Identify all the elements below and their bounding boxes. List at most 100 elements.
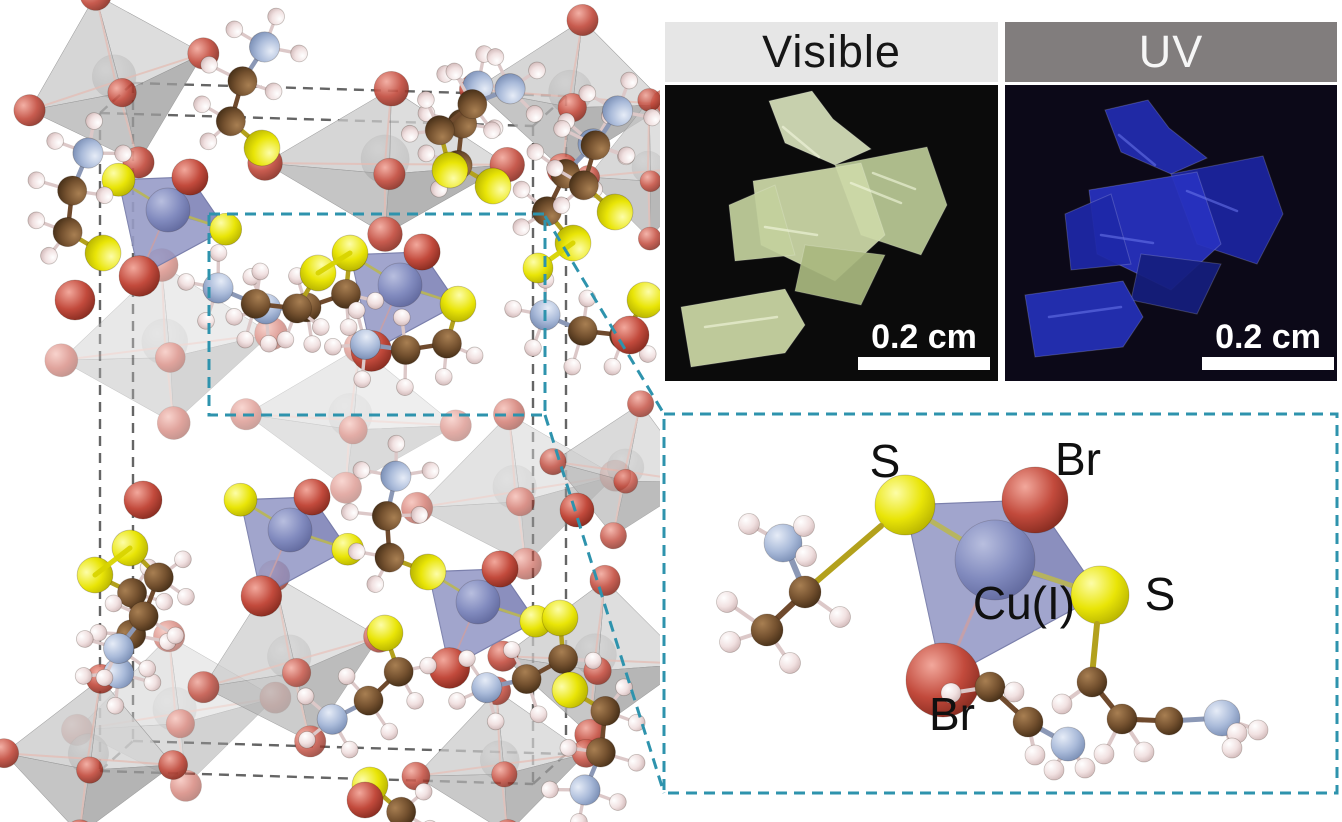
atom-H: [779, 652, 801, 674]
atom-H: [609, 793, 627, 811]
atom-Br: [559, 492, 595, 528]
atom-Br: [481, 550, 519, 588]
atom-H: [526, 143, 545, 161]
atom-Br: [639, 170, 660, 193]
atom-C: [424, 115, 455, 146]
atom-C: [227, 66, 258, 97]
atom-Br: [373, 157, 406, 191]
visible-light-panel: Visible 0.2 cm: [665, 22, 998, 381]
atom-Cu: [267, 507, 313, 553]
atom-N: [529, 299, 561, 331]
atom-H: [366, 575, 385, 593]
atom-H: [40, 246, 58, 265]
atom-H: [303, 335, 321, 353]
atom-label-Br: Br: [1055, 433, 1101, 485]
atom-H: [177, 587, 195, 606]
atom-H: [793, 515, 815, 537]
atom-H: [264, 82, 283, 101]
pb-octahedron: [0, 663, 188, 822]
atom-Br: [329, 471, 362, 504]
atom-S: [409, 553, 447, 591]
atom-Br: [493, 819, 522, 822]
atom-H: [46, 132, 64, 150]
atom-H: [524, 339, 542, 357]
atom-H: [267, 7, 285, 26]
atom-H: [387, 434, 406, 453]
atom-H: [1003, 681, 1025, 703]
atom-H: [1093, 743, 1115, 765]
atom-Br: [281, 657, 312, 688]
cysteamine-molecule: [74, 556, 177, 715]
atom-Br: [107, 78, 137, 108]
atom-Br: [79, 0, 112, 11]
atom-H: [340, 503, 359, 521]
atom-S: [84, 234, 122, 272]
atom-C: [143, 562, 174, 593]
atom-H: [486, 712, 505, 731]
atom-H: [421, 819, 439, 822]
atom-H: [95, 186, 114, 204]
atom-H: [504, 300, 522, 318]
atom-H: [1024, 744, 1046, 766]
atom-N: [72, 137, 104, 169]
visible-photo: 0.2 cm: [665, 85, 998, 381]
scale-bar: [858, 357, 990, 370]
cysteamine-molecule: [27, 112, 132, 272]
atom-Br: [165, 709, 196, 739]
atom-S: [366, 614, 404, 652]
atom-H: [401, 124, 419, 143]
atom-H: [486, 48, 505, 66]
crystal-structure-panel: [0, 0, 660, 822]
atom-H: [563, 357, 582, 376]
atom-H: [155, 592, 174, 611]
atom-S: [101, 162, 136, 197]
atom-H: [525, 105, 544, 123]
atom-C: [1106, 703, 1138, 735]
atom-S: [431, 151, 469, 189]
atom-H: [1074, 757, 1096, 779]
atom-C: [457, 89, 488, 120]
atom-C: [52, 217, 83, 247]
uv-header: UV: [1005, 22, 1337, 82]
atom-S: [1070, 565, 1130, 625]
cu-tetrahedron: [411, 550, 553, 689]
atom-H: [199, 132, 218, 151]
atom-H: [85, 112, 103, 130]
atom-Cu: [145, 187, 191, 233]
atom-H: [465, 346, 484, 365]
atom-H: [347, 542, 366, 561]
atom-Br: [566, 3, 599, 37]
atom-Br: [64, 819, 95, 822]
atom-N: [103, 632, 135, 664]
cysteamine-molecule: [546, 71, 660, 231]
atom-H: [627, 713, 646, 732]
atom-H: [380, 722, 399, 741]
atom-H: [620, 71, 638, 90]
atom-Br: [346, 781, 384, 819]
atom-C: [580, 130, 611, 161]
atom-Br: [156, 406, 191, 440]
atom-H: [419, 656, 437, 675]
atom-N: [494, 73, 526, 105]
cysteamine-molecule: [401, 48, 546, 189]
atom-S: [243, 129, 281, 167]
atom-S: [522, 252, 554, 284]
atom-H: [138, 659, 157, 678]
atom-H: [290, 44, 308, 63]
cu-tetrahedron: [101, 158, 243, 297]
atom-N: [316, 703, 348, 735]
atom-H: [340, 740, 359, 759]
atom-H: [528, 61, 546, 80]
atom-H: [95, 668, 114, 687]
atom-H: [417, 90, 435, 109]
atom-H: [200, 55, 218, 74]
atom-H: [114, 144, 132, 163]
atom-H: [298, 731, 316, 749]
uv-light-panel: UV 0.2 cm: [1005, 22, 1337, 381]
atom-C: [215, 106, 246, 137]
atom-Br: [123, 480, 163, 520]
atom-Br: [403, 233, 441, 271]
atom-Br: [230, 398, 263, 431]
atom-H: [829, 606, 851, 628]
atom-Br: [171, 158, 209, 196]
